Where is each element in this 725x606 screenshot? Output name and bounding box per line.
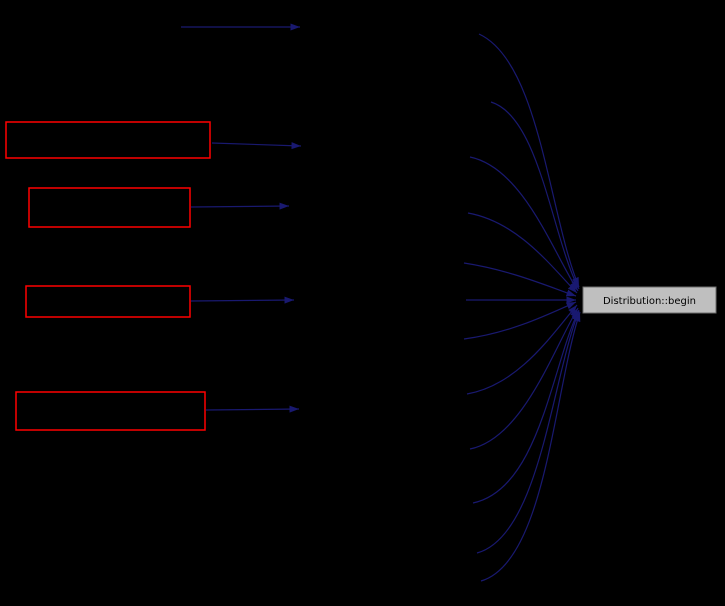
caller-edge	[469, 156, 579, 292]
target-node: Distribution::begin	[582, 286, 717, 314]
caller-edge	[467, 212, 578, 294]
left-arrow	[211, 142, 302, 150]
left-arrow	[205, 405, 300, 413]
caller-edge	[476, 310, 580, 554]
caller-edge	[490, 101, 580, 290]
caller-edge	[478, 33, 580, 288]
caller-edge	[469, 307, 579, 450]
target-node-label: Distribution::begin	[603, 296, 696, 307]
caller-edge	[466, 304, 578, 395]
caller-node-box[interactable]	[25, 285, 191, 318]
left-arrow	[190, 202, 290, 210]
caller-edge	[463, 262, 577, 297]
caller-node-box[interactable]	[28, 187, 191, 228]
caller-node-box[interactable]	[15, 391, 206, 431]
caller-edge	[463, 301, 577, 340]
caller-boxes	[5, 121, 211, 431]
caller-edge	[472, 309, 580, 504]
left-arrow	[190, 296, 295, 304]
incoming-edges	[463, 33, 581, 582]
caller-edge	[480, 311, 581, 582]
left-arrows	[181, 23, 302, 413]
target-node-box	[582, 286, 717, 314]
caller-node-box[interactable]	[5, 121, 211, 159]
